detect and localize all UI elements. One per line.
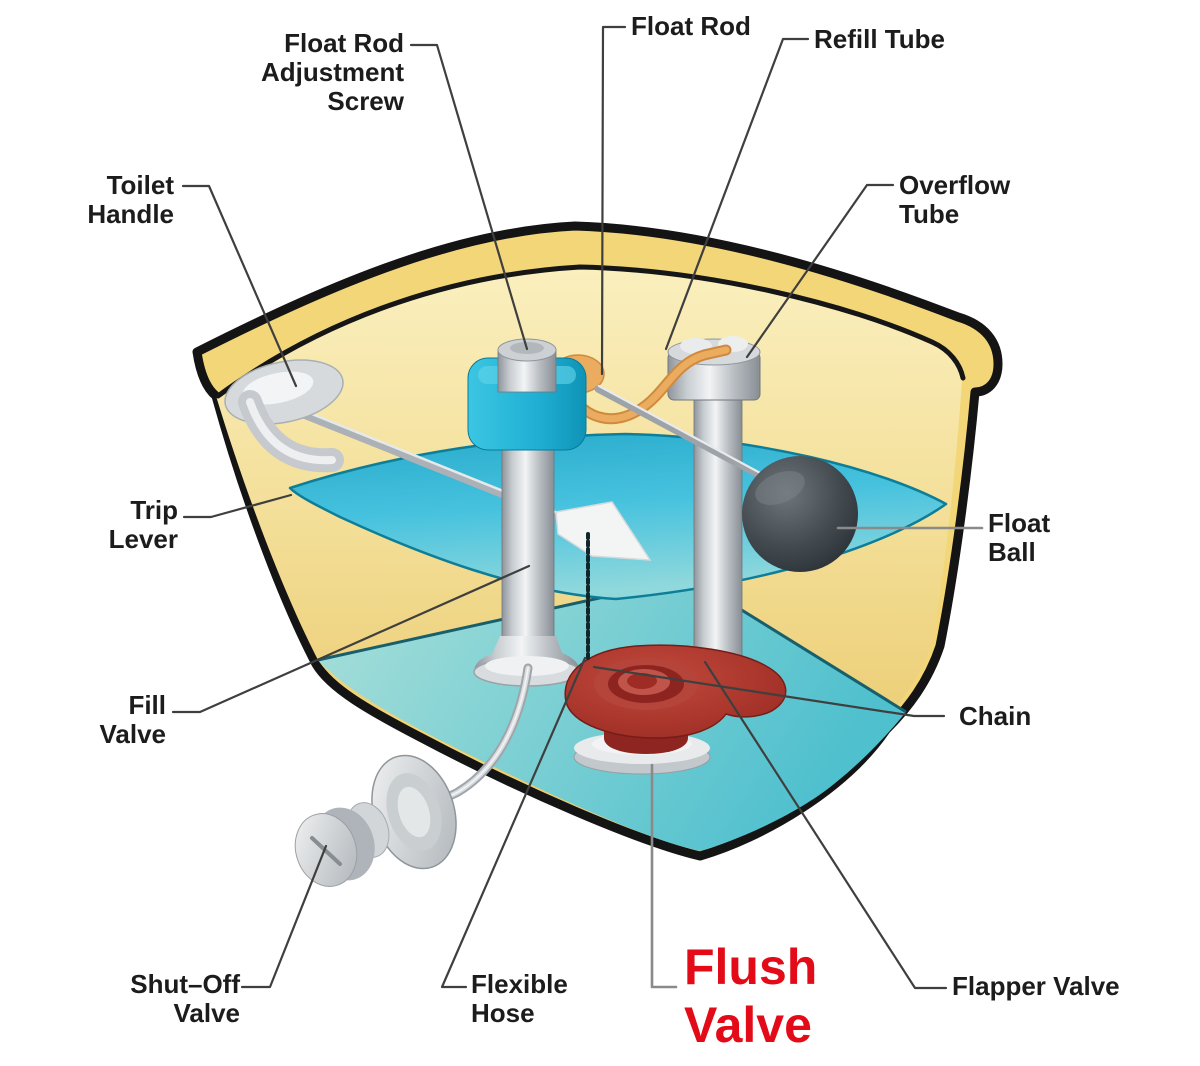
label-shut-off-valve: Shut–Off Valve — [130, 969, 240, 1028]
label-float-rod: Float Rod — [631, 11, 751, 41]
overflow-tube-column — [693, 385, 743, 689]
label-chain: Chain — [959, 701, 1032, 731]
leader-fill-valve — [171, 564, 531, 714]
leader-trip-lever — [182, 493, 293, 519]
leader-flush-valve — [650, 763, 678, 989]
label-flapper-valve: Flapper Valve — [952, 971, 1120, 1001]
label-fill-valve: Fill Valve — [99, 690, 166, 749]
label-float-rod-adjustment-screw: Float Rod Adjustment Screw — [261, 28, 404, 116]
label-toilet-handle: Toilet Handle — [87, 170, 174, 229]
leader-flapper-valve — [703, 660, 948, 990]
shut-off-valve — [294, 754, 457, 887]
shut-off-knob-slot — [310, 836, 342, 866]
label-refill-tube: Refill Tube — [814, 24, 945, 54]
leader-float-rod — [600, 25, 627, 376]
label-overflow-tube: Overflow Tube — [899, 170, 1011, 229]
trip-lever-paddle — [555, 501, 652, 561]
leader-shut-off-valve — [240, 844, 328, 989]
label-float-ball: Float Ball — [988, 508, 1051, 567]
label-trip-lever: Trip Lever — [108, 495, 178, 554]
leader-overflow-tube — [745, 183, 895, 359]
float-ball — [742, 456, 858, 572]
flapper-valve — [564, 644, 787, 775]
leader-toilet-handle — [181, 184, 298, 388]
leader-flexible-hose — [440, 656, 587, 989]
label-flexible-hose: Flexible Hose — [471, 969, 568, 1028]
tank-rim-inner-line — [215, 264, 966, 399]
leader-float-rod-adjustment-screw — [409, 43, 529, 351]
leader-refill-tube — [664, 37, 810, 351]
leader-chain — [592, 665, 946, 718]
toilet-handle — [224, 359, 344, 473]
label-flush-valve: Flush Valve — [684, 939, 818, 1053]
